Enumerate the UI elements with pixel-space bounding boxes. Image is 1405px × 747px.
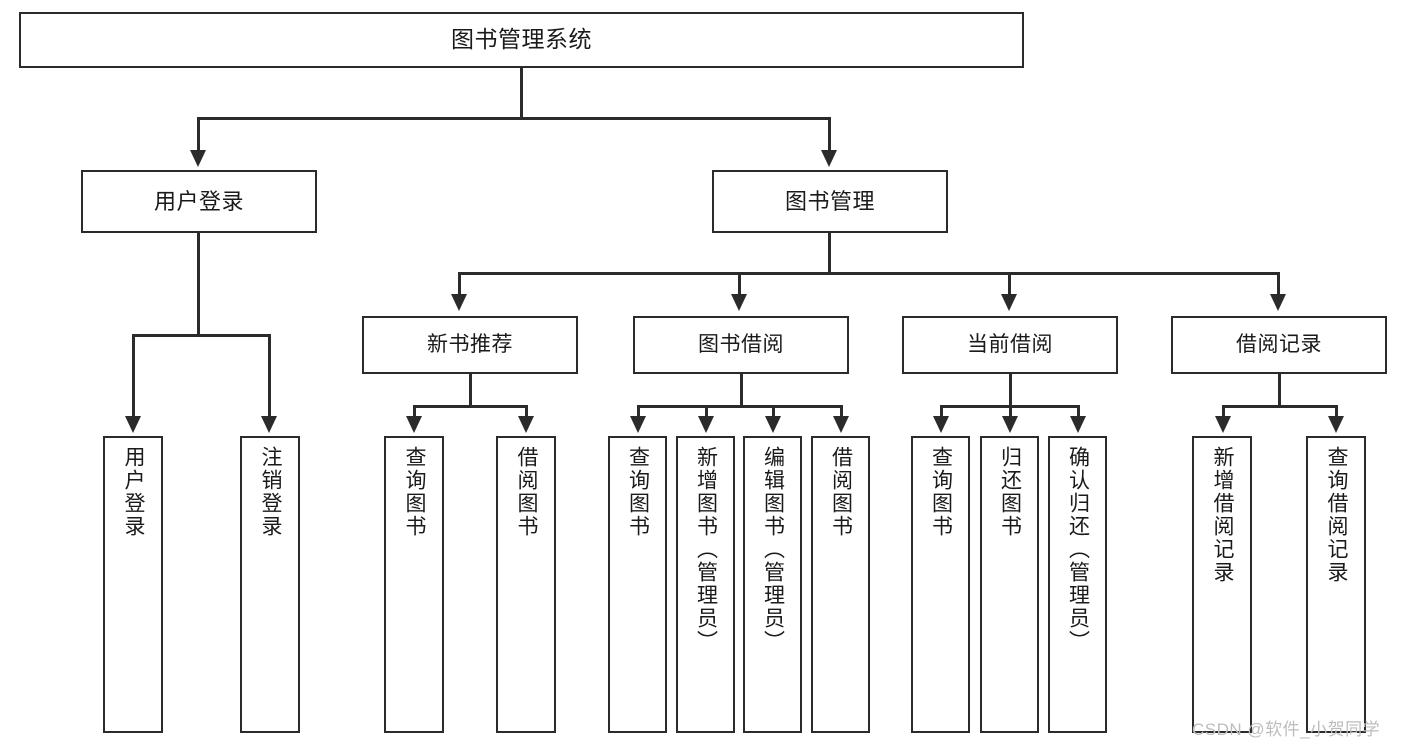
node-label: 图书管理系统 — [451, 26, 592, 53]
leaf-label: 注销登录 — [259, 446, 283, 538]
connector-drop-book-management — [828, 117, 831, 153]
connector-level3-bus — [458, 272, 1280, 275]
node-label: 用户登录 — [153, 188, 244, 214]
leaf-label: 借阅图书 — [829, 446, 853, 538]
connector-drop-bb-leaf-2 — [705, 405, 708, 419]
arrow-br-leaf-2 — [1328, 416, 1344, 433]
connector-drop-current-borrow — [1008, 272, 1011, 296]
node-label: 图书管理 — [784, 188, 875, 214]
leaf-cb-return-book[interactable]: 归还图书 — [980, 436, 1039, 733]
leaf-label: 新增借阅记录 — [1211, 446, 1235, 584]
connector-drop-cb-leaf-3 — [1077, 405, 1080, 419]
connector-drop-leaf-user-login — [132, 334, 135, 419]
connector-book-management-stem — [828, 233, 831, 275]
connector-user-login-stem — [197, 233, 200, 337]
connector-drop-borrow-records — [1277, 272, 1280, 296]
arrow-user-login — [190, 150, 206, 167]
node-new-book-recommend[interactable]: 新书推荐 — [362, 316, 578, 374]
leaf-nb-query-book[interactable]: 查询图书 — [384, 436, 444, 733]
connector-drop-br-leaf-1 — [1222, 405, 1225, 419]
leaf-bb-edit-book-admin[interactable]: 编辑图书（管理员） — [743, 436, 802, 733]
leaf-bb-add-book-admin[interactable]: 新增图书（管理员） — [676, 436, 735, 733]
node-book-management[interactable]: 图书管理 — [712, 170, 948, 233]
node-label: 当前借阅 — [967, 332, 1053, 356]
leaf-logout[interactable]: 注销登录 — [240, 436, 300, 733]
leaf-label: 归还图书 — [998, 446, 1022, 538]
connector-drop-bb-leaf-4 — [840, 405, 843, 419]
arrow-book-borrow — [731, 294, 747, 311]
connector-drop-leaf-logout — [268, 334, 271, 419]
connector-drop-bb-leaf-1 — [637, 405, 640, 419]
arrow-leaf-logout — [261, 416, 277, 433]
arrow-current-borrow — [1001, 294, 1017, 311]
node-borrow-records[interactable]: 借阅记录 — [1171, 316, 1387, 374]
node-root-book-management-system[interactable]: 图书管理系统 — [19, 12, 1024, 68]
leaf-label: 查询图书 — [626, 446, 650, 538]
connector-user-login-bus — [132, 334, 271, 337]
arrow-new-book-recommend — [451, 294, 467, 311]
csdn-watermark: CSDN @软件_小贺同学 — [1192, 720, 1381, 739]
leaf-label: 查询图书 — [403, 446, 427, 538]
node-user-login[interactable]: 用户登录 — [81, 170, 317, 233]
node-label: 借阅记录 — [1236, 332, 1322, 356]
connector-borrow-records-bus — [1222, 405, 1338, 408]
node-current-borrow[interactable]: 当前借阅 — [902, 316, 1118, 374]
connector-new-book-bus — [413, 405, 528, 408]
connector-book-borrow-stem — [740, 374, 743, 408]
leaf-br-query-record[interactable]: 查询借阅记录 — [1306, 436, 1366, 733]
connector-drop-new-book — [458, 272, 461, 296]
connector-drop-br-leaf-2 — [1335, 405, 1338, 419]
connector-drop-cb-leaf-2 — [1009, 405, 1012, 419]
leaf-label: 用户登录 — [122, 446, 146, 538]
connector-book-borrow-bus — [637, 405, 843, 408]
leaf-label: 编辑图书（管理员） — [761, 446, 785, 653]
arrow-book-management — [821, 150, 837, 167]
leaf-label: 新增图书（管理员） — [694, 446, 718, 653]
arrow-bb-leaf-1 — [630, 416, 646, 433]
connector-new-book-stem — [469, 374, 472, 408]
arrow-nb-leaf-1 — [406, 416, 422, 433]
node-book-borrow[interactable]: 图书借阅 — [633, 316, 849, 374]
leaf-nb-borrow-book[interactable]: 借阅图书 — [496, 436, 556, 733]
arrow-cb-leaf-3 — [1070, 416, 1086, 433]
leaf-bb-query-book[interactable]: 查询图书 — [608, 436, 667, 733]
leaf-label: 借阅图书 — [515, 446, 539, 538]
leaf-label: 确认归还（管理员） — [1066, 446, 1090, 653]
connector-root-stem — [520, 68, 523, 119]
connector-drop-bb-leaf-3 — [772, 405, 775, 419]
connector-drop-nb-leaf-2 — [525, 405, 528, 419]
arrow-cb-leaf-2 — [1002, 416, 1018, 433]
leaf-cb-confirm-return-admin[interactable]: 确认归还（管理员） — [1048, 436, 1107, 733]
arrow-bb-leaf-2 — [698, 416, 714, 433]
connector-drop-nb-leaf-1 — [413, 405, 416, 419]
node-label: 图书借阅 — [698, 332, 784, 356]
leaf-label: 查询图书 — [929, 446, 953, 538]
arrow-borrow-records — [1270, 294, 1286, 311]
arrow-br-leaf-1 — [1215, 416, 1231, 433]
connector-level1-bus — [197, 117, 830, 120]
connector-current-borrow-stem — [1009, 374, 1012, 408]
arrow-bb-leaf-3 — [765, 416, 781, 433]
connector-drop-user-login — [197, 117, 200, 153]
leaf-cb-query-book[interactable]: 查询图书 — [911, 436, 970, 733]
arrow-leaf-user-login — [125, 416, 141, 433]
connector-drop-cb-leaf-1 — [940, 405, 943, 419]
arrow-bb-leaf-4 — [833, 416, 849, 433]
node-label: 新书推荐 — [427, 332, 513, 356]
connector-drop-book-borrow — [738, 272, 741, 296]
leaf-label: 查询借阅记录 — [1325, 446, 1349, 584]
leaf-user-login[interactable]: 用户登录 — [103, 436, 163, 733]
arrow-nb-leaf-2 — [518, 416, 534, 433]
leaf-bb-borrow-book[interactable]: 借阅图书 — [811, 436, 870, 733]
leaf-br-add-record[interactable]: 新增借阅记录 — [1192, 436, 1252, 733]
connector-borrow-records-stem — [1278, 374, 1281, 408]
arrow-cb-leaf-1 — [933, 416, 949, 433]
